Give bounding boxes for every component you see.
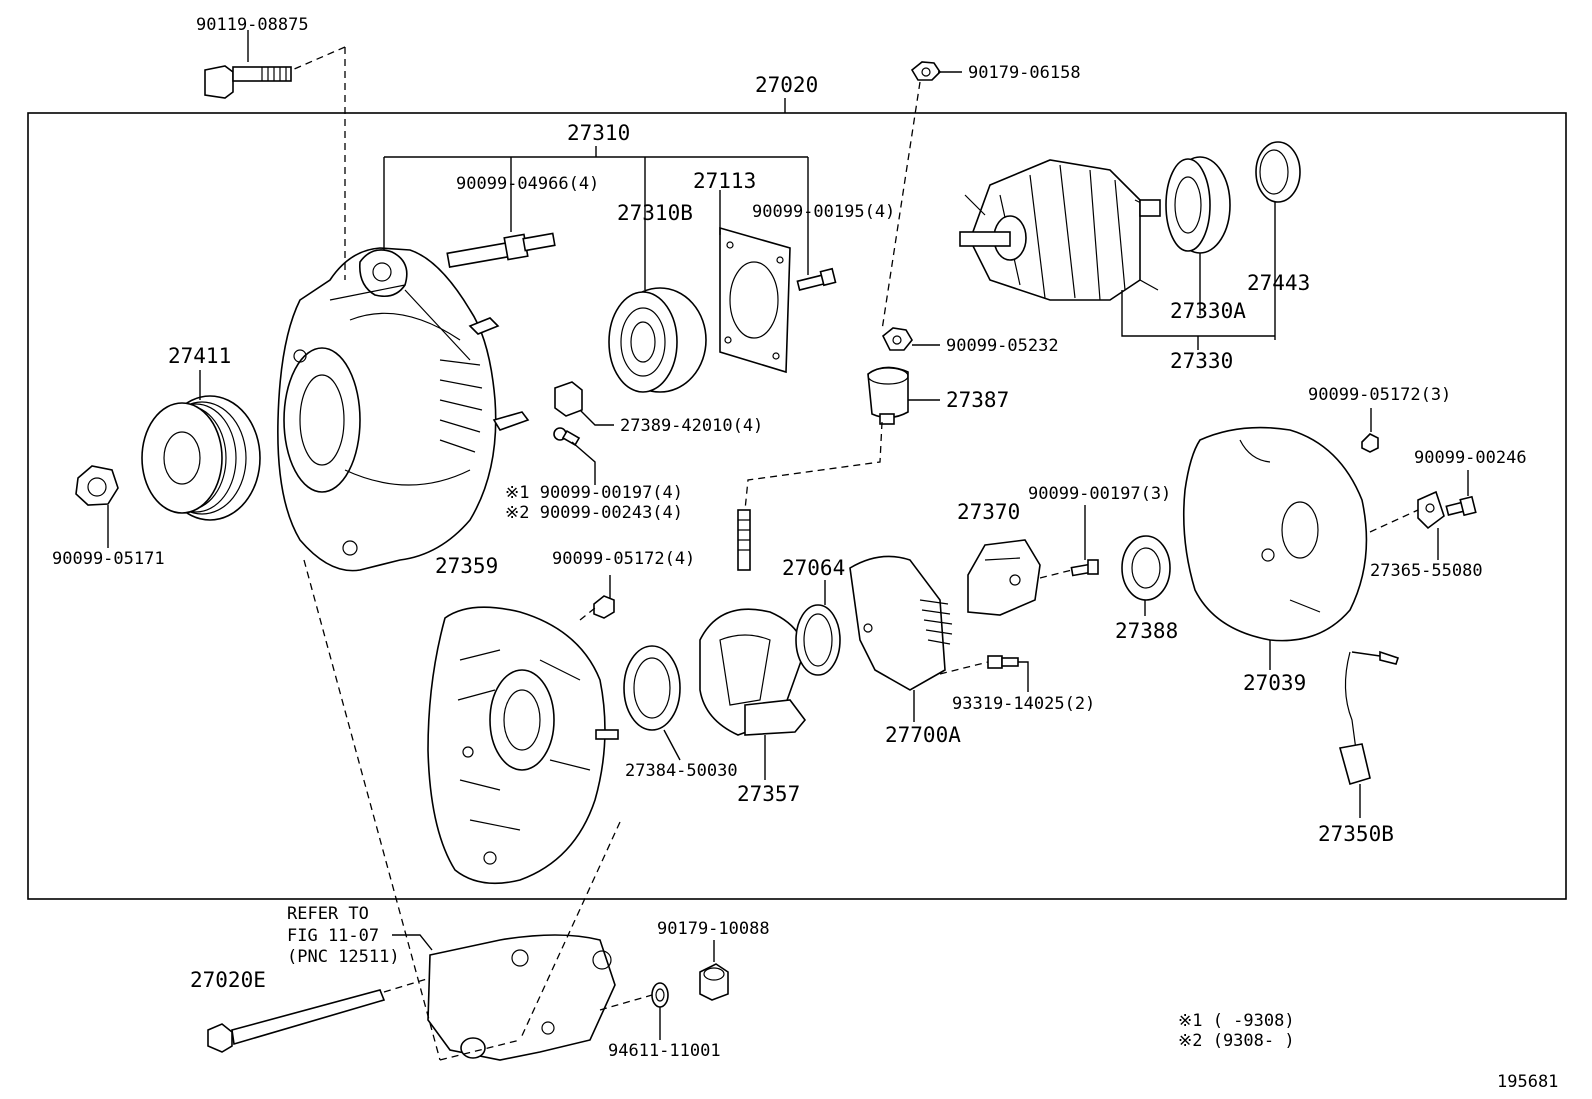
label-90099-05232: 90099-05232 <box>946 336 1059 356</box>
label-27330: 27330 <box>1170 349 1233 373</box>
label-27388: 27388 <box>1115 619 1178 643</box>
label-27310: 27310 <box>567 121 630 145</box>
brush-holder-27370-icon[interactable] <box>967 539 1041 616</box>
label-94611-11001: 94611-11001 <box>608 1041 721 1061</box>
label-90099-04966: 90099-04966(4) <box>456 174 599 194</box>
terminal-insulator-27387-icon[interactable] <box>867 366 909 425</box>
label-27020: 27020 <box>755 73 818 97</box>
bolt-27020E-icon[interactable] <box>207 989 386 1053</box>
nut-90099-05232-icon[interactable] <box>881 327 913 351</box>
insulator-27064-icon[interactable] <box>795 604 841 676</box>
regulator-27700A-icon[interactable] <box>849 555 953 691</box>
label-27370: 27370 <box>957 500 1020 524</box>
label-27310B: 27310B <box>617 201 693 225</box>
nut-90179-10088-icon[interactable] <box>699 963 729 1001</box>
label-90099-05172-4: 90099-05172(4) <box>552 549 695 569</box>
label-refer-to: REFER TO <box>287 904 369 924</box>
pulley-27411-icon[interactable] <box>141 395 261 521</box>
label-90179-06158: 90179-06158 <box>968 63 1081 83</box>
retainer-plate-27113-icon[interactable] <box>719 226 791 374</box>
footnote-1: ※1 ( -9308) <box>1178 1011 1295 1031</box>
label-27020E: 27020E <box>190 968 266 992</box>
label-note1-90099-00197: ※1 90099-00197(4) <box>505 483 683 503</box>
nut-90099-05171-icon[interactable] <box>75 465 119 506</box>
bolt-90099-00246-icon[interactable] <box>1445 495 1477 517</box>
washer-94611-11001-icon[interactable] <box>651 982 669 1008</box>
label-90099-05171: 90099-05171 <box>52 549 165 569</box>
mounting-bracket-icon <box>427 934 616 1061</box>
terminal-insulator-27389-42010-icon[interactable] <box>554 381 583 417</box>
label-90099-00195: 90099-00195(4) <box>752 202 895 222</box>
bearing-27330A-icon[interactable] <box>1165 156 1231 254</box>
screw-90099-00195-icon[interactable] <box>796 267 837 291</box>
label-27443: 27443 <box>1247 271 1310 295</box>
screw-90099-00197-icon[interactable] <box>553 427 581 447</box>
assembly-frame-27020 <box>27 112 1567 900</box>
label-refer-pnc: (PNC 12511) <box>287 947 400 967</box>
label-90119-08875: 90119-08875 <box>196 15 309 35</box>
label-27365-55080: 27365-55080 <box>1370 561 1483 581</box>
dashed-alignment-lines <box>291 46 1419 1061</box>
leader-lines <box>107 30 1469 1040</box>
rotor-27330-icon[interactable] <box>959 159 1161 301</box>
nut-90179-06158-icon[interactable] <box>910 61 942 81</box>
label-93319-14025: 93319-14025(2) <box>952 694 1095 714</box>
rectifier-holder-27357-icon[interactable] <box>699 509 807 736</box>
plate-27365-55080-icon[interactable] <box>1417 490 1445 530</box>
diagram-id: 195681 <box>1497 1072 1558 1092</box>
screw-90099-00197-3-icon[interactable] <box>1070 559 1099 577</box>
bearing-27310B-icon[interactable] <box>608 287 707 393</box>
label-27387: 27387 <box>946 388 1009 412</box>
label-refer-fig: FIG 11-07 <box>287 926 379 946</box>
stud-bolt-90099-04966-icon[interactable] <box>446 232 556 269</box>
rectifier-end-frame-27359-icon[interactable] <box>427 606 619 885</box>
label-27359: 27359 <box>435 554 498 578</box>
label-note2-90099-00243: ※2 90099-00243(4) <box>505 503 683 523</box>
nut-90099-05172-3-icon[interactable] <box>1361 433 1379 453</box>
label-27330A: 27330A <box>1170 299 1246 323</box>
bearing-cover-27443-icon[interactable] <box>1255 141 1301 203</box>
label-90099-05172-3: 90099-05172(3) <box>1308 385 1451 405</box>
label-27384-50030: 27384-50030 <box>625 761 738 781</box>
nut-90099-05172-4-icon[interactable] <box>593 595 615 619</box>
footnote-2: ※2 (9308- ) <box>1178 1031 1295 1051</box>
label-27039: 27039 <box>1243 671 1306 695</box>
label-27389-42010: 27389-42010(4) <box>620 416 763 436</box>
label-27113: 27113 <box>693 169 756 193</box>
label-27350B: 27350B <box>1318 822 1394 846</box>
label-90099-00246: 90099-00246 <box>1414 448 1527 468</box>
end-cover-27039-icon[interactable] <box>1182 426 1368 642</box>
label-27411: 27411 <box>168 344 231 368</box>
label-90099-00197-3: 90099-00197(3) <box>1028 484 1171 504</box>
terminal-cover-27388-icon[interactable] <box>1121 535 1171 601</box>
label-90179-10088: 90179-10088 <box>657 919 770 939</box>
label-27064: 27064 <box>782 556 845 580</box>
bolt-90119-08875-icon[interactable] <box>204 65 292 99</box>
label-27700A: 27700A <box>885 723 961 747</box>
wire-27350B-icon[interactable] <box>1338 650 1400 786</box>
label-27357: 27357 <box>737 782 800 806</box>
screw-93319-14025-icon[interactable] <box>987 655 1019 669</box>
drive-end-frame-27310-icon[interactable] <box>277 247 530 572</box>
seal-27384-50030-icon[interactable] <box>623 645 681 731</box>
